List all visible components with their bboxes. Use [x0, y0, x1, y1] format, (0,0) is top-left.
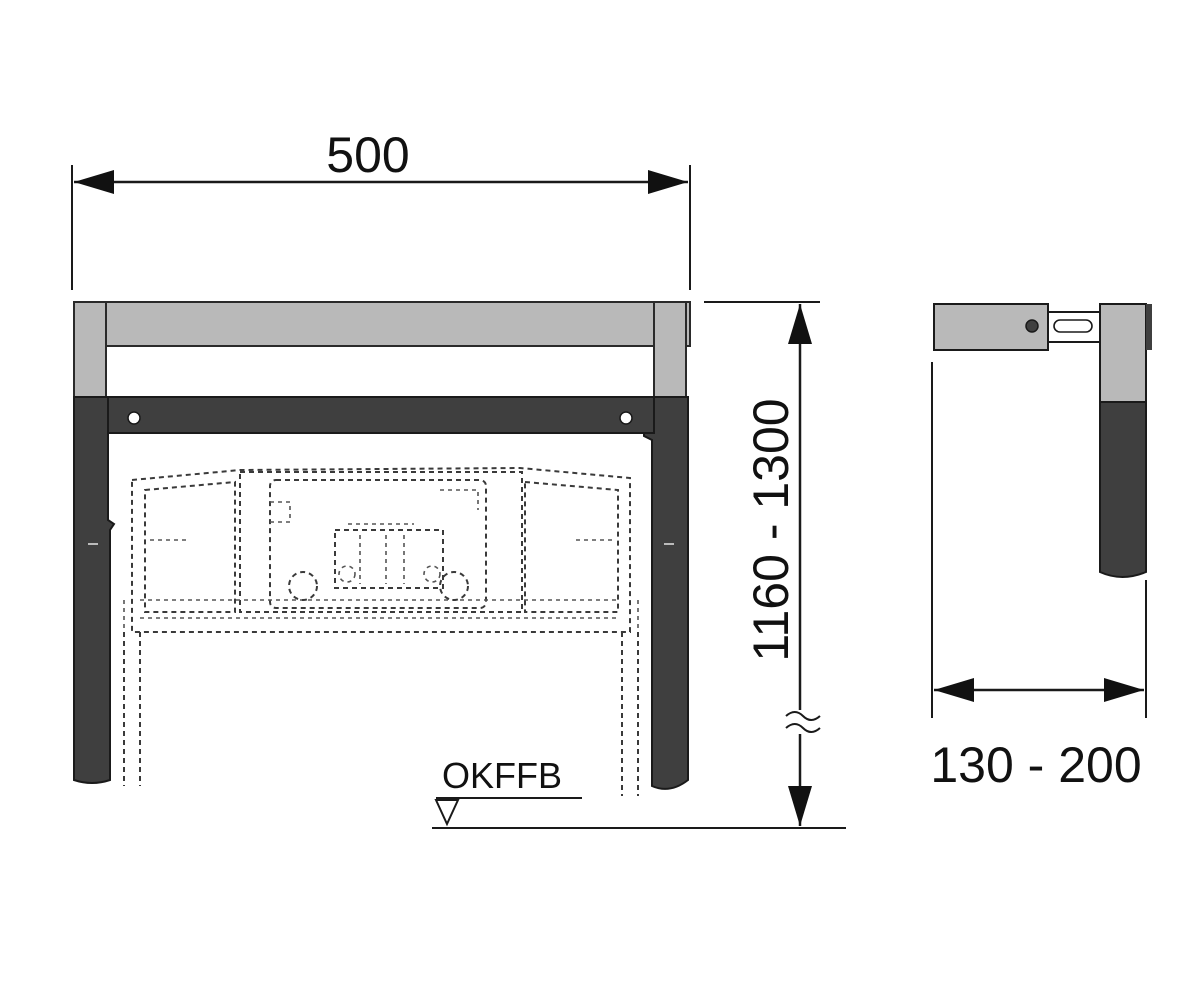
right-upper-leg: [653, 301, 687, 399]
floor-reference: OKFFB: [434, 755, 582, 827]
width-label: 500: [326, 127, 409, 183]
depth-label: 130 - 200: [930, 737, 1141, 793]
cistern-hidden-outline: [123, 466, 639, 796]
side-arm-slot-inner: [1053, 319, 1093, 333]
side-view-frame: [933, 303, 1152, 578]
side-lower-post: [1099, 401, 1147, 578]
floor-level-triangle-icon: [434, 799, 460, 827]
mounting-bracket: [107, 396, 655, 434]
left-upper-leg: [73, 301, 107, 399]
bracket-hole-left: [127, 411, 141, 425]
depth-dimension: 130 - 200: [930, 362, 1147, 793]
top-crossbar: [73, 301, 691, 347]
height-break-symbol: [785, 711, 821, 733]
bracket-hole-right: [619, 411, 633, 425]
side-post-cap: [1146, 304, 1152, 350]
side-upper-post: [1099, 303, 1147, 403]
floor-reference-label: OKFFB: [442, 755, 562, 796]
height-dimension: 1160 - 1300: [432, 301, 846, 829]
width-dimension: 500: [71, 127, 691, 290]
left-lower-leg: [73, 396, 116, 784]
front-view-frame: [73, 301, 691, 796]
height-label: 1160 - 1300: [743, 398, 799, 661]
right-lower-leg: [643, 396, 689, 790]
side-arm-screw: [1025, 319, 1039, 333]
height-break-gap: [790, 710, 812, 734]
